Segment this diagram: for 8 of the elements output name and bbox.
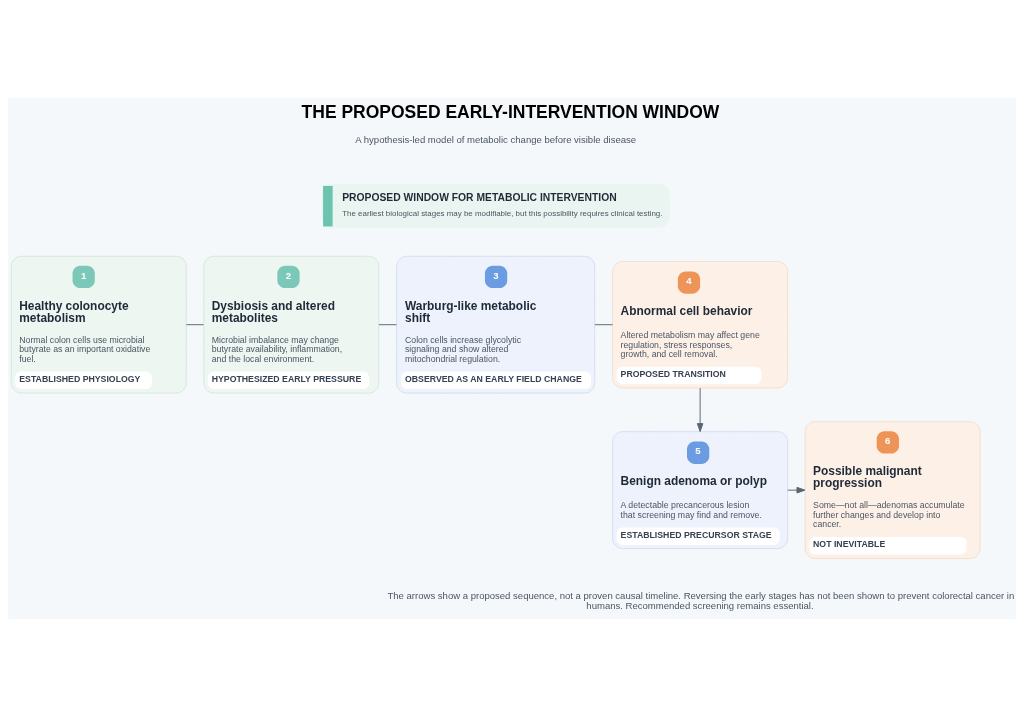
diagram-title: THE PROPOSED EARLY-INTERVENTION WINDOW <box>301 101 720 122</box>
caption: The arrows show a proposed sequence, not a proven causal timeline. Reversing the early stages has not been shown to prevent colorectal cancer in humans. Recommended screening remains essential. <box>387 589 1015 612</box>
connector <box>594 324 614 326</box>
label: A hypothesis-led model of metabolic change before visible disease <box>355 134 637 146</box>
connector <box>378 324 397 326</box>
arrow <box>787 486 806 494</box>
connector <box>185 324 205 326</box>
arrow <box>696 387 704 433</box>
